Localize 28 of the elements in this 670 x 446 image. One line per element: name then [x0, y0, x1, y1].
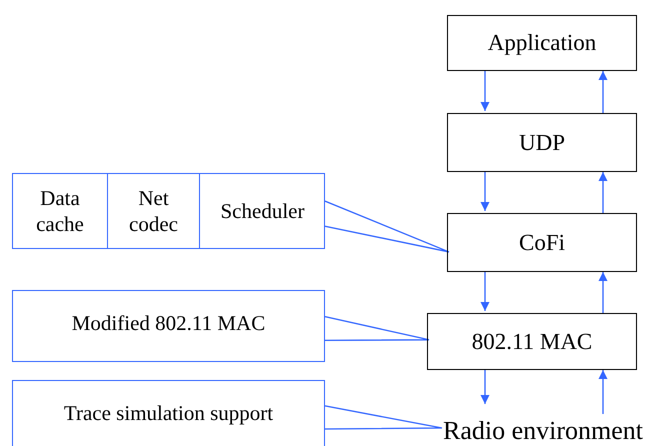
leader-line	[324, 405, 443, 430]
module-cell: Net codec	[107, 174, 199, 248]
layer-box	[447, 15, 637, 71]
box-label: Application	[488, 30, 596, 56]
leader-line	[324, 200, 450, 253]
container-box	[12, 173, 325, 249]
box-label: CoFi	[518, 230, 566, 256]
box-label: Trace simulation support	[64, 401, 274, 426]
arrow	[598, 71, 608, 113]
leader-line	[324, 316, 430, 342]
arrow	[598, 370, 608, 414]
arrow	[480, 272, 490, 311]
arrow	[480, 370, 490, 404]
box-label: Modified 802.11 MAC	[72, 311, 266, 336]
module-cell: Scheduler	[199, 174, 313, 248]
arrow	[480, 71, 490, 111]
layer-label: Radio environment	[442, 416, 643, 446]
module-cell: Data cache	[13, 174, 107, 248]
arrow	[598, 172, 608, 213]
layer-box	[447, 113, 637, 172]
layer-box	[447, 213, 637, 272]
arrow	[480, 172, 490, 211]
box-label: 802.11 MAC	[472, 328, 592, 354]
arrow	[598, 272, 608, 313]
component-box	[12, 380, 325, 446]
box-label: UDP	[518, 130, 565, 156]
layer-box	[427, 313, 637, 370]
component-box	[12, 290, 325, 362]
